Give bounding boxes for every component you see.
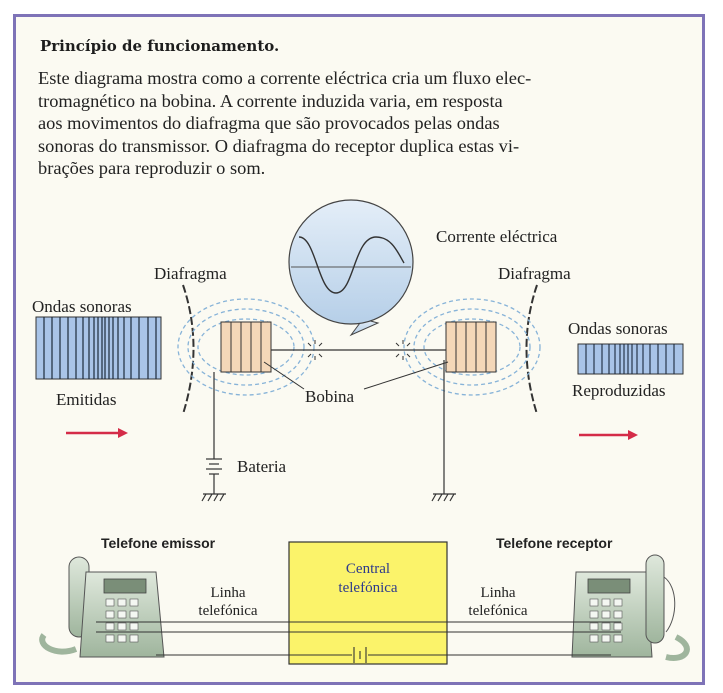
line-left-label-2: telefónica (198, 603, 257, 619)
waves-left-label: Ondas sonoras (32, 297, 132, 316)
waves-right-block (577, 343, 684, 375)
waves-right-caption: Reproduzidas (572, 381, 665, 400)
intro-line: brações para reproduzir o som. (38, 158, 266, 178)
waves-left-block (35, 316, 162, 380)
diaphragm-left-label: Diafragma (154, 264, 227, 283)
intro-line: tromagnético na bobina. A corrente induz… (38, 90, 503, 111)
coil-pointer-left (263, 361, 305, 390)
battery-label: Bateria (237, 457, 287, 476)
field-lines-left (177, 298, 315, 396)
spark-left-icon (305, 340, 325, 360)
phone-sender-icon (39, 556, 165, 658)
arrow-right-icon (579, 430, 638, 440)
waves-left-caption: Emitidas (56, 390, 116, 409)
diaphragm-right (525, 284, 538, 415)
coil-left (220, 321, 272, 373)
phone-receiver-icon (571, 554, 690, 661)
line-right-label-1: Linha (481, 585, 516, 601)
line-right-label-2: telefónica (468, 603, 527, 619)
current-label: Corrente eléctrica (436, 227, 558, 246)
battery-circuit-left (201, 372, 226, 502)
current-bubble (288, 199, 414, 337)
coil-pointer-right (363, 361, 449, 390)
field-lines-right (403, 298, 541, 396)
intro-line: aos movimentos do diafragma que são prov… (38, 113, 500, 133)
intro-line: Este diagrama mostra como a corrente elé… (38, 68, 532, 88)
phone-sender-label: Telefone emissor (101, 535, 216, 551)
diagram-panel: Princípio de funcionamento. Este diagram… (13, 14, 705, 685)
diaphragm-left (182, 284, 195, 415)
intro-paragraph: Este diagrama mostra como a corrente elé… (38, 67, 678, 180)
intro-line: sonoras do transmissor. O diafragma do r… (38, 135, 520, 156)
coil-right (445, 321, 497, 373)
waves-right-label: Ondas sonoras (568, 319, 668, 338)
arrow-left-icon (66, 428, 128, 438)
phone-lines (96, 621, 621, 663)
telephone-diagram: Corrente eléctrica Diafragma Diafragma O… (32, 199, 690, 665)
central-label-2: telefónica (338, 580, 397, 596)
line-left-label-1: Linha (211, 585, 246, 601)
section-title: Princípio de funcionamento. (40, 37, 280, 55)
central-label-1: Central (346, 561, 390, 577)
coil-label: Bobina (305, 387, 355, 406)
ground-circuit-right (431, 360, 456, 502)
spark-right-icon (393, 340, 413, 360)
central-box (288, 541, 448, 665)
phone-receiver-label: Telefone receptor (496, 535, 613, 551)
diaphragm-right-label: Diafragma (498, 264, 571, 283)
